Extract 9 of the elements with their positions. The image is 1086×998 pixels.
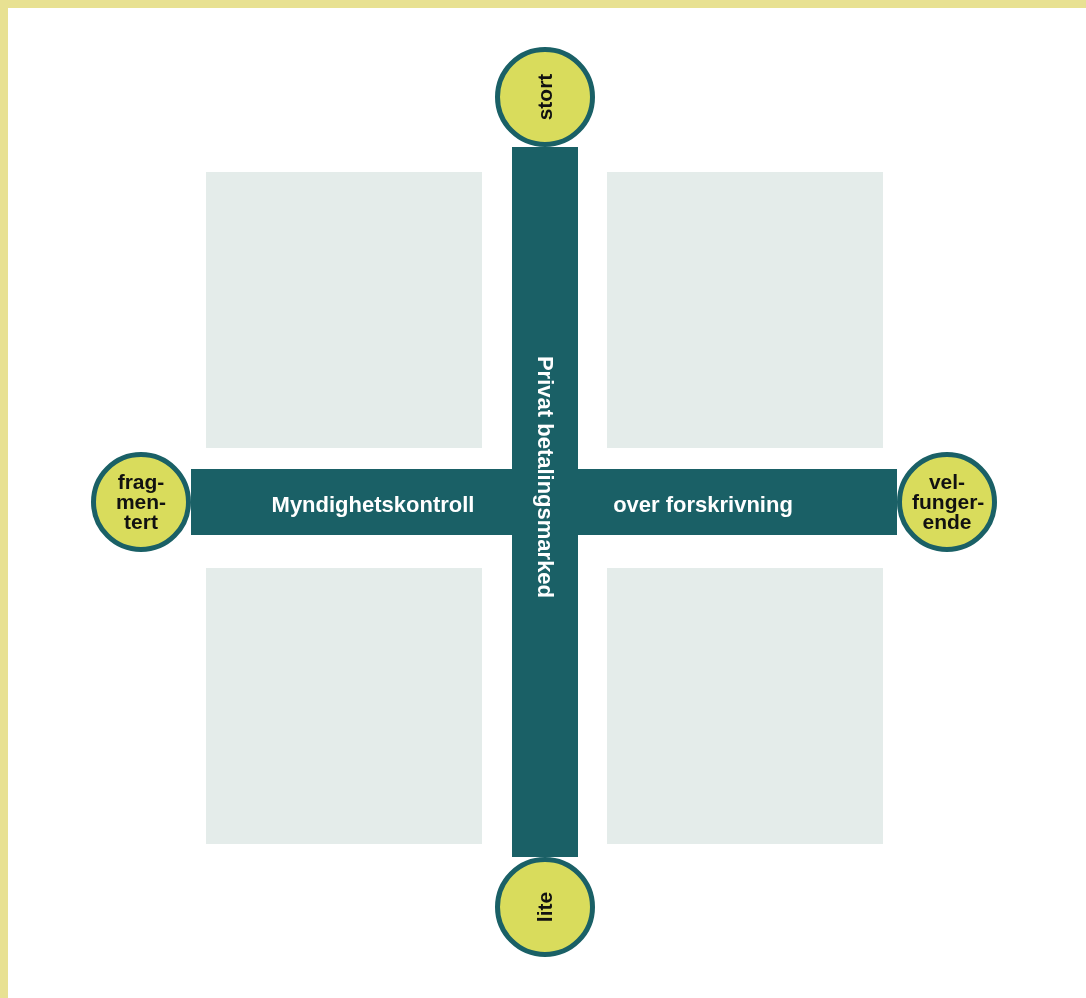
axis-bar bbox=[191, 469, 897, 535]
axis-bar bbox=[512, 147, 578, 857]
scale-end-label: lite bbox=[535, 891, 555, 923]
axis-label: over forskrivning bbox=[613, 492, 793, 518]
axis-label: Privat betalingsmarked bbox=[532, 355, 558, 599]
scale-end-label: vel- funger- ende bbox=[912, 472, 982, 532]
scale-end-label: stort bbox=[535, 73, 555, 121]
axis-label: Myndighetskontroll bbox=[271, 492, 475, 518]
scale-end-label: frag- men- tert bbox=[114, 472, 168, 532]
